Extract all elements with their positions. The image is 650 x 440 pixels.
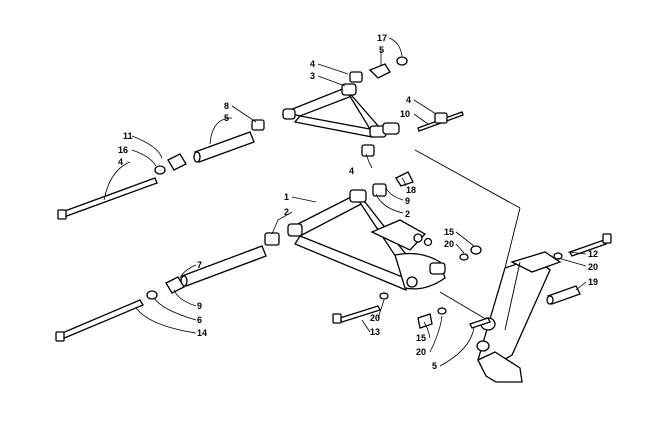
callout-9: 9 <box>197 301 202 311</box>
callout-5: 5 <box>432 361 437 371</box>
callout-14: 14 <box>197 328 207 338</box>
callout-13: 13 <box>370 327 380 337</box>
callout-11: 16 <box>118 145 128 155</box>
callout-10: 10 <box>400 109 410 119</box>
callout-1: 1 <box>284 192 289 202</box>
callout-4: 4 <box>349 166 354 176</box>
callout-2: 2 <box>284 207 289 217</box>
callout-15: 15 <box>444 227 454 237</box>
lower-a-arm <box>287 189 446 291</box>
hardware <box>55 111 612 342</box>
callout-20: 20 <box>416 347 426 357</box>
callout-2: 2 <box>405 209 410 219</box>
callout-20: 20 <box>370 313 380 323</box>
callout-labels: 17 5 4 3 4 10 4 8 5 11 16 4 18 9 2 1 2 1… <box>118 33 598 371</box>
callout-15: 15 <box>416 333 426 343</box>
callout-20: 20 <box>588 262 598 272</box>
callout-5: 5 <box>379 45 384 55</box>
callout-3: 3 <box>310 71 315 81</box>
callout-18: 18 <box>406 185 416 195</box>
leader-lines <box>103 37 587 367</box>
callout-19: 19 <box>588 277 598 287</box>
callout-8: 5 <box>224 113 229 123</box>
callout-4: 4 <box>406 95 411 105</box>
callout-4: 4 <box>310 59 315 69</box>
bushings-nuts-washers <box>146 56 563 329</box>
callout-7: 7 <box>197 260 202 270</box>
callout-17: 17 <box>377 33 387 43</box>
spindle-knuckle <box>476 251 562 383</box>
callout-5: 11 <box>123 131 133 141</box>
callout-9: 9 <box>405 196 410 206</box>
assembly-lines <box>414 149 521 319</box>
callout-20: 20 <box>444 239 454 249</box>
callout-12: 12 <box>588 249 598 259</box>
callout-6: 6 <box>197 315 202 325</box>
callout-16: 4 <box>118 157 123 167</box>
upper-a-arm <box>282 83 400 138</box>
callout-4: 8 <box>224 101 229 111</box>
